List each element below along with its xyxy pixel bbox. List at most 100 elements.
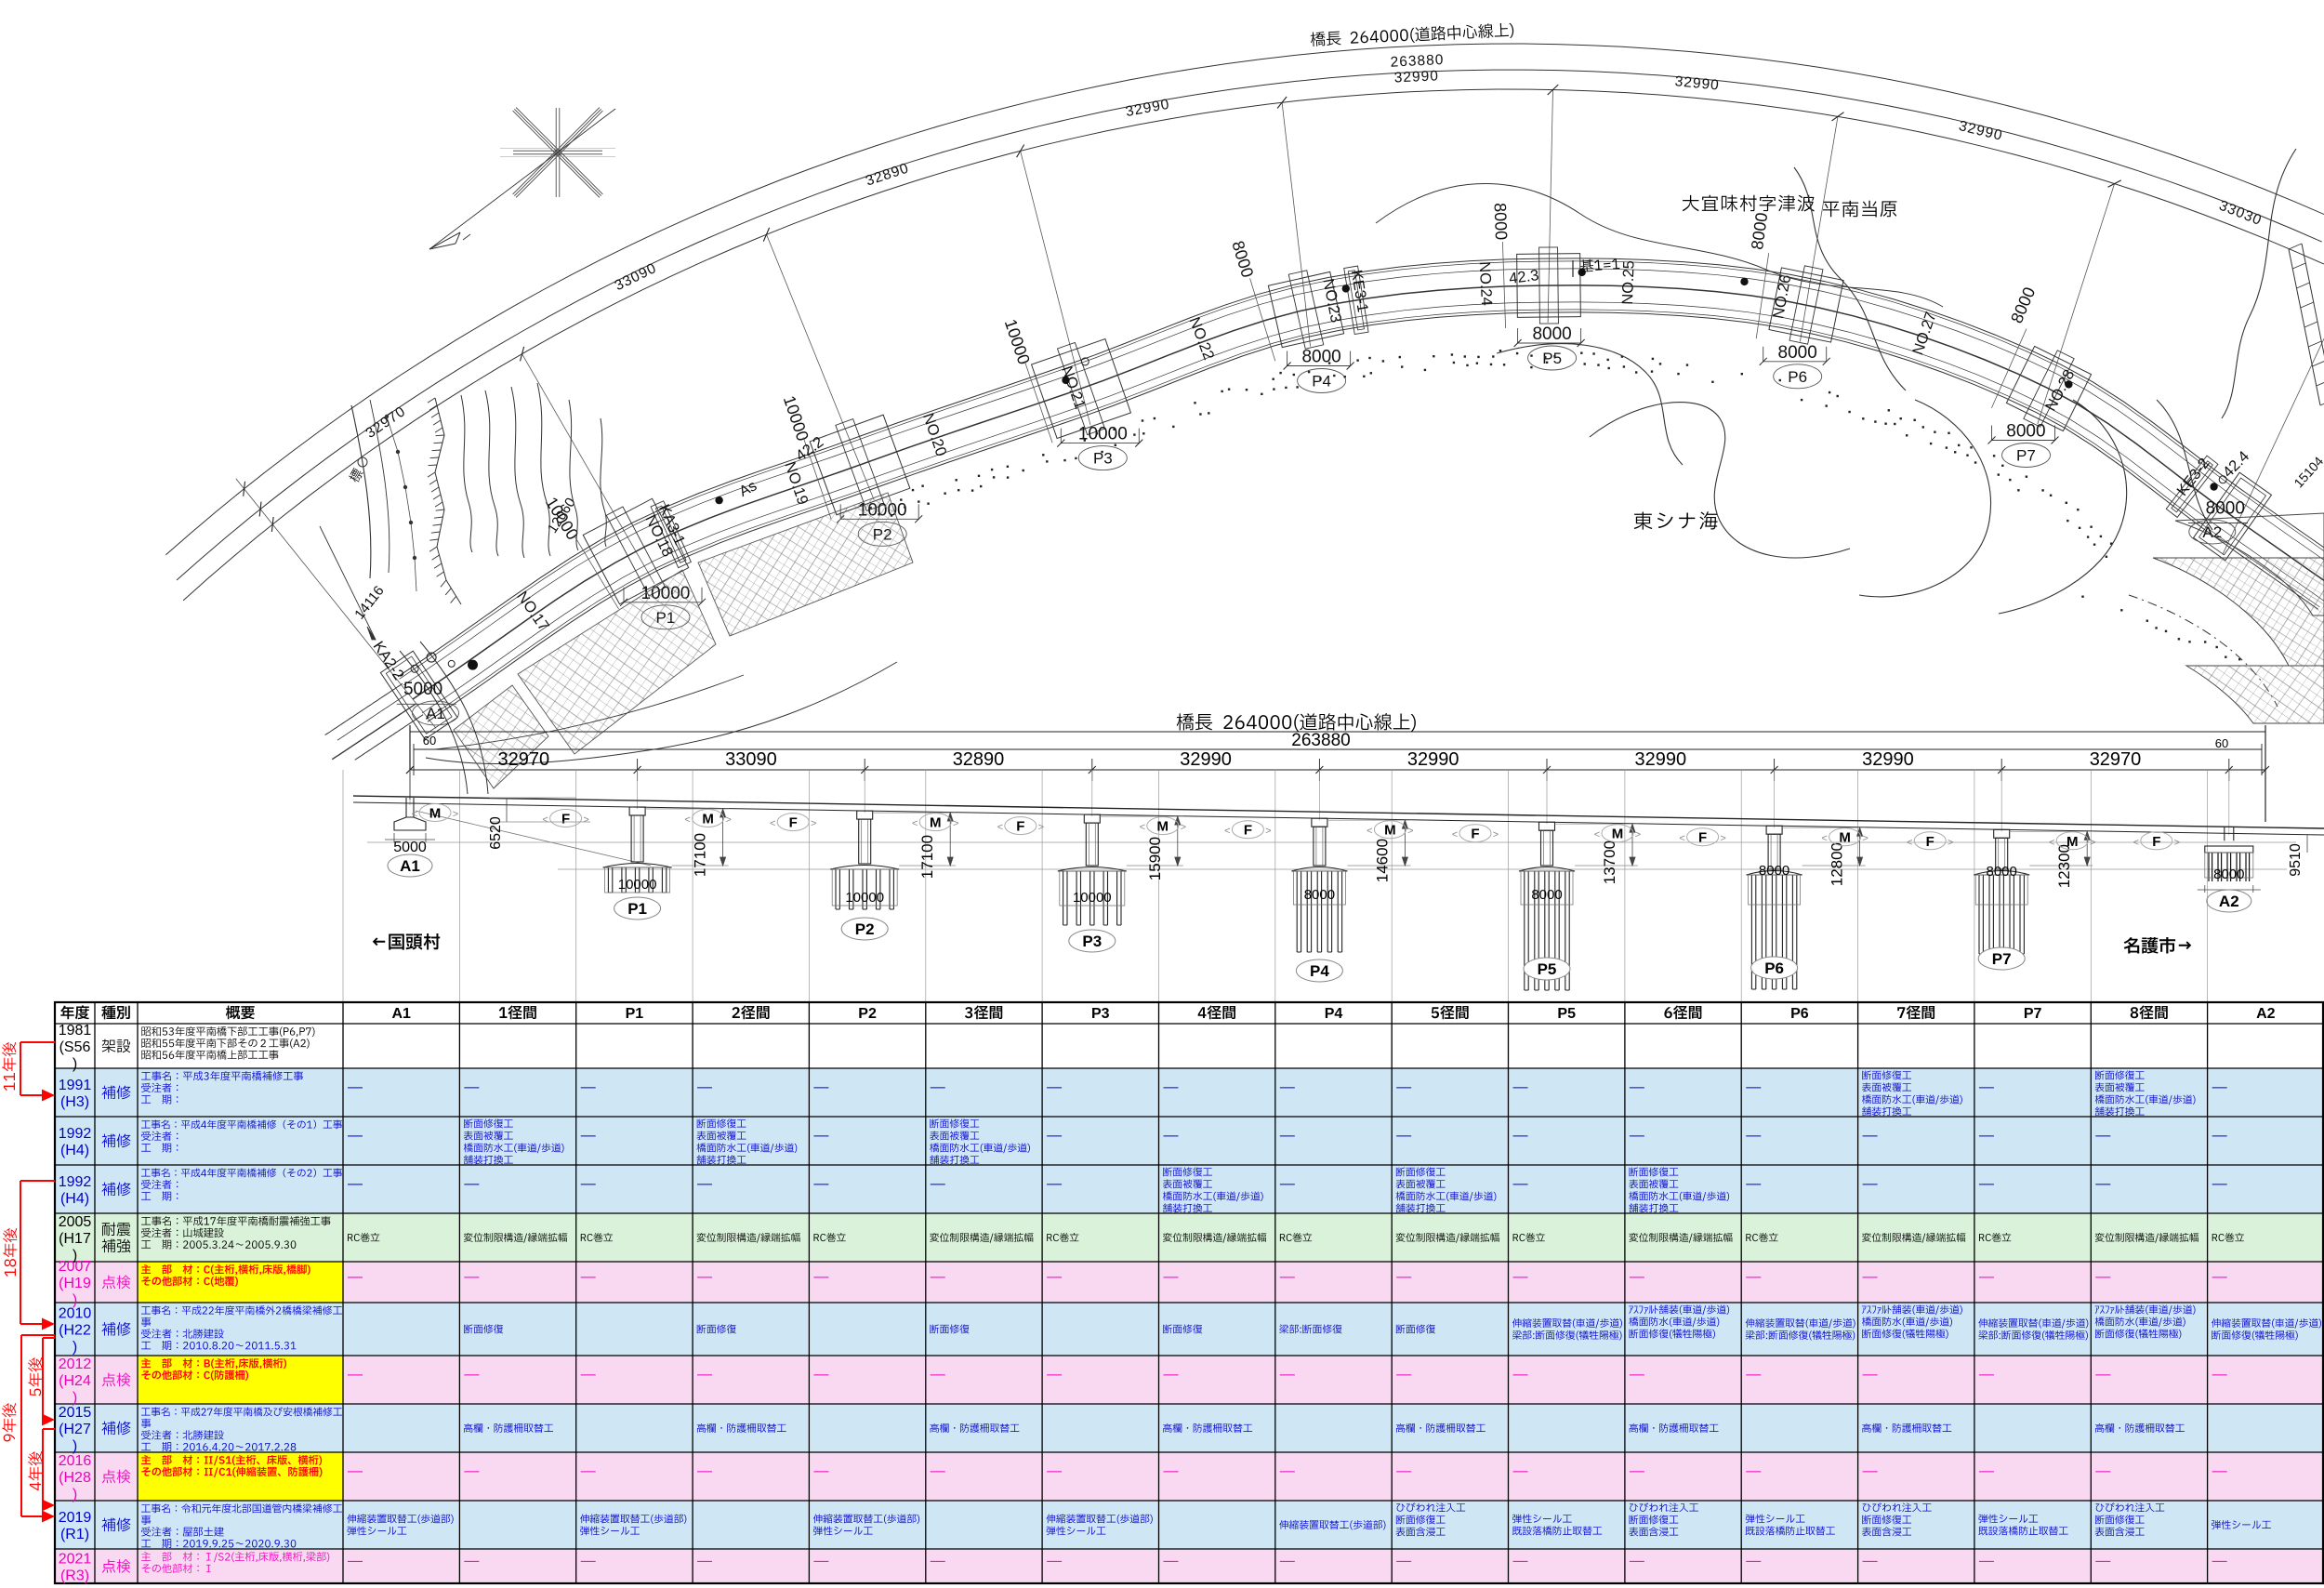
- svg-text:5000: 5000: [403, 680, 442, 699]
- svg-text:2007: 2007: [59, 1259, 92, 1275]
- svg-text:M: M: [1612, 827, 1624, 842]
- svg-text:P1: P1: [627, 900, 647, 918]
- svg-text:M: M: [1839, 830, 1851, 846]
- svg-text:M: M: [1157, 819, 1169, 835]
- svg-text:(H4): (H4): [60, 1143, 89, 1158]
- svg-text:<: <: [1224, 826, 1230, 837]
- svg-text:F: F: [1244, 823, 1252, 839]
- svg-text:2012: 2012: [59, 1356, 92, 1372]
- svg-text:<: <: [770, 818, 775, 829]
- svg-text:33090: 33090: [725, 749, 777, 770]
- svg-text:<: <: [684, 814, 690, 826]
- svg-text:60: 60: [2215, 736, 2228, 750]
- svg-text:): ): [73, 1487, 77, 1502]
- svg-text:(H28: (H28: [59, 1470, 91, 1486]
- svg-text:8000: 8000: [2213, 867, 2244, 882]
- svg-text:P6: P6: [1790, 1006, 1809, 1022]
- svg-text:8000: 8000: [1987, 864, 2017, 880]
- svg-text:<: <: [997, 822, 1003, 833]
- svg-text:2019: 2019: [59, 1510, 92, 1526]
- svg-text:8000: 8000: [1531, 887, 1562, 903]
- svg-text:14600: 14600: [1373, 839, 1391, 882]
- svg-text:<: <: [2133, 837, 2139, 848]
- svg-text:<: <: [1907, 837, 1912, 848]
- svg-text:32990: 32990: [1407, 749, 1459, 770]
- svg-text:8000: 8000: [1759, 863, 1789, 879]
- svg-text:8000: 8000: [2206, 498, 2245, 518]
- svg-text:P2: P2: [858, 1006, 877, 1022]
- svg-text:60: 60: [423, 734, 436, 748]
- svg-text:8000: 8000: [1778, 343, 1817, 363]
- svg-text:42.3: 42.3: [1508, 267, 1539, 287]
- svg-text:M: M: [1384, 823, 1396, 839]
- svg-text:): ): [73, 1248, 77, 1264]
- svg-text:P4: P4: [1325, 1006, 1343, 1022]
- svg-text:P6: P6: [1788, 368, 1807, 386]
- svg-text:2016: 2016: [59, 1453, 92, 1469]
- svg-text:12800: 12800: [1829, 842, 1846, 886]
- svg-text:>: >: [1720, 833, 1725, 844]
- svg-text:P7: P7: [2024, 1006, 2042, 1022]
- svg-text:A2: A2: [2219, 893, 2239, 910]
- svg-text:6520: 6520: [488, 816, 504, 850]
- svg-text:5000: 5000: [393, 840, 427, 855]
- svg-text:17100: 17100: [692, 833, 709, 877]
- svg-text:): ): [73, 1438, 77, 1454]
- svg-text:A1: A1: [400, 857, 420, 875]
- svg-text:(R3): (R3): [60, 1568, 89, 1584]
- svg-text:M: M: [429, 806, 442, 822]
- svg-text:<: <: [1679, 833, 1684, 844]
- svg-text:P2: P2: [855, 920, 875, 938]
- svg-text:P5: P5: [1557, 1006, 1576, 1022]
- svg-text:>: >: [583, 814, 588, 826]
- svg-text:>: >: [953, 818, 958, 829]
- svg-text:A2: A2: [2256, 1006, 2276, 1022]
- svg-text:8000: 8000: [2006, 422, 2045, 442]
- svg-text:>: >: [1635, 829, 1641, 840]
- svg-text:<: <: [2049, 837, 2054, 848]
- svg-text:<: <: [1452, 829, 1458, 840]
- svg-text:(H4): (H4): [60, 1191, 89, 1207]
- svg-text:P3: P3: [1091, 1006, 1110, 1022]
- svg-text:): ): [73, 1056, 77, 1072]
- svg-text:P3: P3: [1093, 450, 1113, 468]
- svg-text:P6: P6: [1764, 959, 1784, 977]
- svg-text:32990: 32990: [1674, 73, 1720, 93]
- svg-text:>: >: [1038, 822, 1044, 833]
- svg-text:13700: 13700: [1601, 840, 1618, 884]
- svg-text:(H27: (H27: [59, 1422, 91, 1437]
- svg-text:<: <: [1821, 833, 1827, 844]
- svg-text:<: <: [1367, 826, 1372, 837]
- svg-text:F: F: [789, 815, 798, 831]
- svg-text:F: F: [1926, 834, 1934, 850]
- svg-text:263880: 263880: [1390, 52, 1444, 71]
- svg-text:9510: 9510: [2288, 843, 2304, 877]
- svg-text:>: >: [1862, 833, 1868, 844]
- svg-text:M: M: [2067, 834, 2079, 850]
- svg-text:10000: 10000: [845, 890, 884, 906]
- svg-text:<: <: [1594, 829, 1600, 840]
- svg-text:): ): [73, 1292, 77, 1308]
- svg-text:2021: 2021: [59, 1552, 92, 1568]
- svg-text:<: <: [542, 814, 548, 826]
- svg-text:NO.25: NO.25: [1619, 260, 1638, 305]
- svg-text:2010: 2010: [59, 1306, 92, 1322]
- svg-text:<: <: [412, 809, 417, 820]
- svg-text:): ): [73, 1390, 77, 1406]
- svg-text:1992: 1992: [59, 1126, 92, 1142]
- svg-text:P7: P7: [2016, 447, 2036, 465]
- svg-text:A1: A1: [426, 705, 445, 722]
- svg-text:8000: 8000: [1532, 324, 1571, 344]
- svg-text:>: >: [1407, 826, 1413, 837]
- svg-text:P4: P4: [1312, 372, 1331, 390]
- svg-text:>: >: [1265, 826, 1271, 837]
- svg-text:P5: P5: [1542, 350, 1562, 367]
- svg-text:(H17: (H17: [59, 1231, 91, 1247]
- svg-text:>: >: [1948, 837, 1953, 848]
- svg-text:10000: 10000: [1073, 890, 1112, 906]
- svg-text:>: >: [725, 814, 731, 826]
- svg-text:>: >: [453, 809, 458, 820]
- svg-text:12300: 12300: [2055, 844, 2073, 888]
- svg-text:F: F: [1016, 819, 1024, 835]
- svg-text:(H24: (H24: [59, 1373, 91, 1389]
